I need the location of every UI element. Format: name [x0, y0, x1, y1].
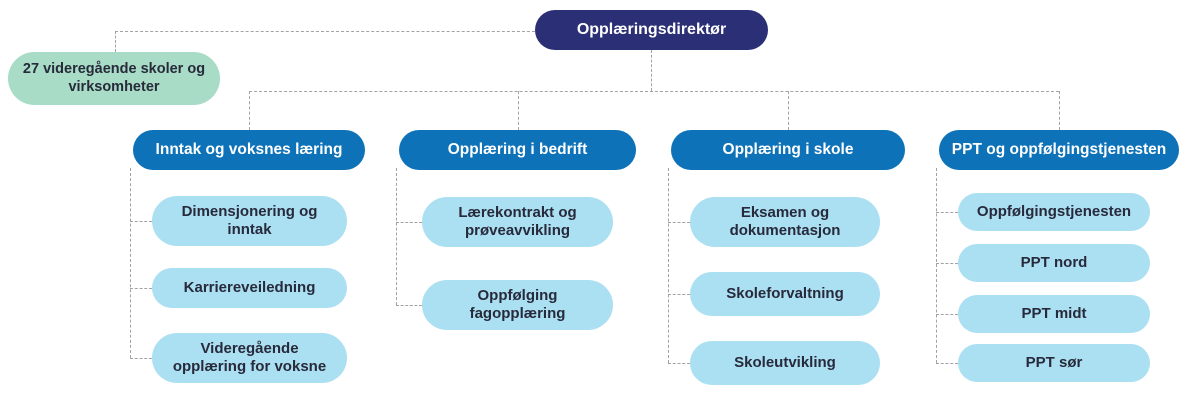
child-node: PPT nord: [958, 244, 1150, 282]
branch-header: Inntak og voksnes læring: [133, 130, 365, 170]
branch-header: Opplæring i skole: [671, 130, 905, 170]
connector-child-rail: [936, 168, 937, 363]
connector-branch-drop: [249, 91, 250, 130]
connector-child-stub: [668, 222, 690, 223]
connector-child-stub: [936, 314, 958, 315]
connector-child-stub: [396, 305, 422, 306]
connector-child-stub: [936, 212, 958, 213]
connector-branch-drop: [788, 91, 789, 130]
connector-child-rail: [396, 168, 397, 305]
node-external-schools: 27 videregående skoler og virksomheter: [8, 52, 220, 105]
connector-root-to-external: [115, 31, 535, 32]
connector-main-horizontal: [249, 91, 1059, 92]
connector-branch-drop: [1059, 91, 1060, 130]
connector-child-stub: [936, 263, 958, 264]
child-node: Eksamen og dokumentasjon: [690, 197, 880, 247]
connector-child-stub: [668, 294, 690, 295]
connector-child-stub: [130, 358, 152, 359]
connector-child-rail: [668, 168, 669, 363]
child-node: PPT midt: [958, 295, 1150, 333]
child-node: Videregående opplæring for voksne: [152, 333, 347, 383]
connector-root-drop: [651, 50, 652, 91]
child-node: Dimensjonering og inntak: [152, 196, 347, 246]
node-opplaeringsdirektor: Opplæringsdirektør: [535, 10, 768, 50]
child-node: Skoleforvaltning: [690, 272, 880, 316]
child-node: Oppfølgingstjenesten: [958, 193, 1150, 231]
child-node: Skoleutvikling: [690, 341, 880, 385]
connector-root-to-external: [115, 31, 116, 52]
branch-header: Opplæring i bedrift: [399, 130, 636, 170]
child-node: Karriereveiledning: [152, 268, 347, 308]
child-node: PPT sør: [958, 344, 1150, 382]
branch-header: PPT og oppfølgingstjenesten: [939, 130, 1179, 170]
connector-child-stub: [668, 363, 690, 364]
connector-child-stub: [130, 288, 152, 289]
connector-child-stub: [936, 363, 958, 364]
connector-branch-drop: [518, 91, 519, 130]
child-node: Oppfølging fagopplæring: [422, 280, 613, 330]
connector-child-stub: [396, 222, 422, 223]
connector-child-rail: [130, 168, 131, 358]
connector-child-stub: [130, 221, 152, 222]
child-node: Lærekontrakt og prøveavvikling: [422, 197, 613, 247]
